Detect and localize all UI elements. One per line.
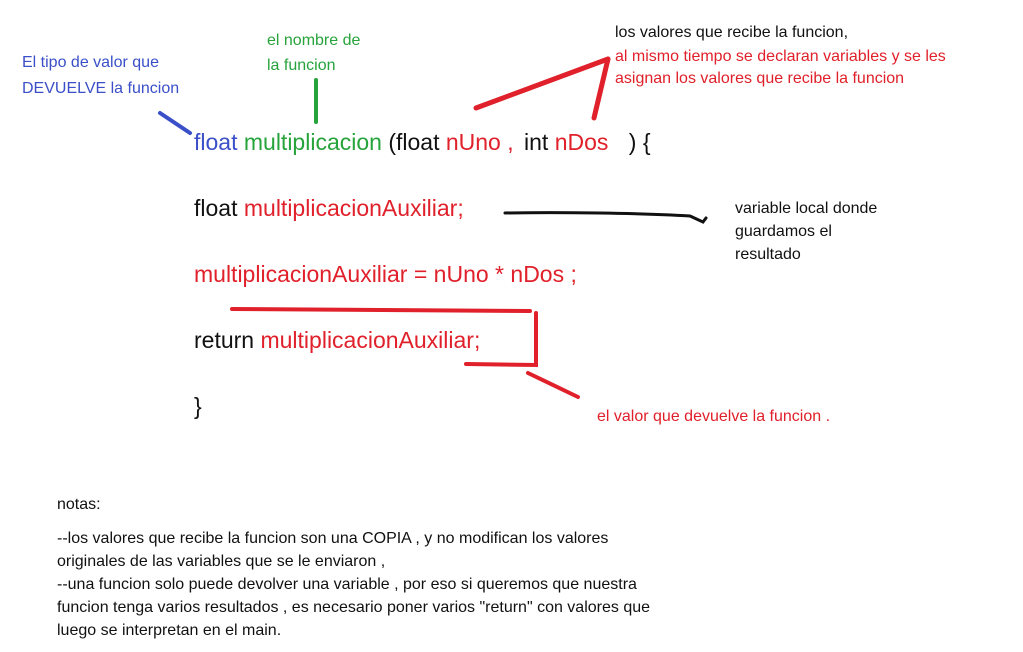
return-type-pointer-line (158, 111, 192, 135)
signature-return-type: float (194, 129, 238, 155)
code-line-signature: float multiplicacion (float nUno , int n… (194, 128, 651, 156)
code-line-closing-brace: } (194, 393, 202, 419)
return-value-pointer-line (526, 371, 580, 399)
function-name-note-line2: la funcion (267, 57, 336, 74)
local-var-note-line3: resultado (735, 246, 801, 263)
local-var-note-line2: guardamos el (735, 223, 832, 240)
notes-line-2: originales de las variables que se le en… (57, 553, 386, 570)
params-pointer-left (473, 56, 611, 111)
params-pointer-right (591, 56, 611, 121)
notes-line-1: --los valores que recibe la funcion son … (57, 530, 609, 547)
declaration-type: float (194, 195, 238, 221)
signature-function-name: multiplicacion (243, 129, 382, 155)
params-note-line2: al mismo tiempo se declaran variables y … (615, 48, 946, 65)
function-name-note-line1: el nombre de (267, 32, 361, 49)
declaration-variable: multiplicacionAuxiliar; (243, 195, 464, 221)
return-value-note: el valor que devuelve la funcion . (597, 408, 831, 425)
return-type-note-line1: El tipo de valor que (22, 54, 159, 71)
signature-close: ) { (628, 129, 651, 155)
return-type-note-line2: DEVUELVE la funcion (22, 80, 180, 97)
signature-param-2-type: int (524, 129, 549, 155)
return-variable: multiplicacionAuxiliar; (260, 327, 481, 353)
params-note-line1: los valores que recibe la funcion, (615, 24, 849, 41)
assignment-underline (230, 307, 532, 313)
notes-line-4: funcion tenga varios resultados , es nec… (57, 599, 651, 616)
code-line-return: return multiplicacionAuxiliar; (194, 326, 480, 354)
signature-param-1: nUno , (445, 129, 514, 155)
notes-line-3: --una funcion solo puede devolver una va… (57, 576, 637, 593)
return-keyword: return (194, 327, 255, 353)
signature-open-paren-type: (float (388, 129, 440, 155)
return-value-bracket (464, 311, 538, 368)
local-var-note-line1: variable local donde (735, 200, 878, 217)
signature-param-2: nDos (554, 129, 609, 155)
code-line-declaration: float multiplicacionAuxiliar; (194, 194, 464, 222)
code-line-assignment: multiplicacionAuxiliar = nUno * nDos ; (194, 261, 577, 287)
local-var-pointer-line (503, 211, 708, 224)
notes-title: notas: (57, 496, 101, 513)
notes-line-5: luego se interpretan en el main. (57, 622, 282, 639)
params-note-line3: asignan los valores que recibe la funcio… (615, 70, 905, 87)
